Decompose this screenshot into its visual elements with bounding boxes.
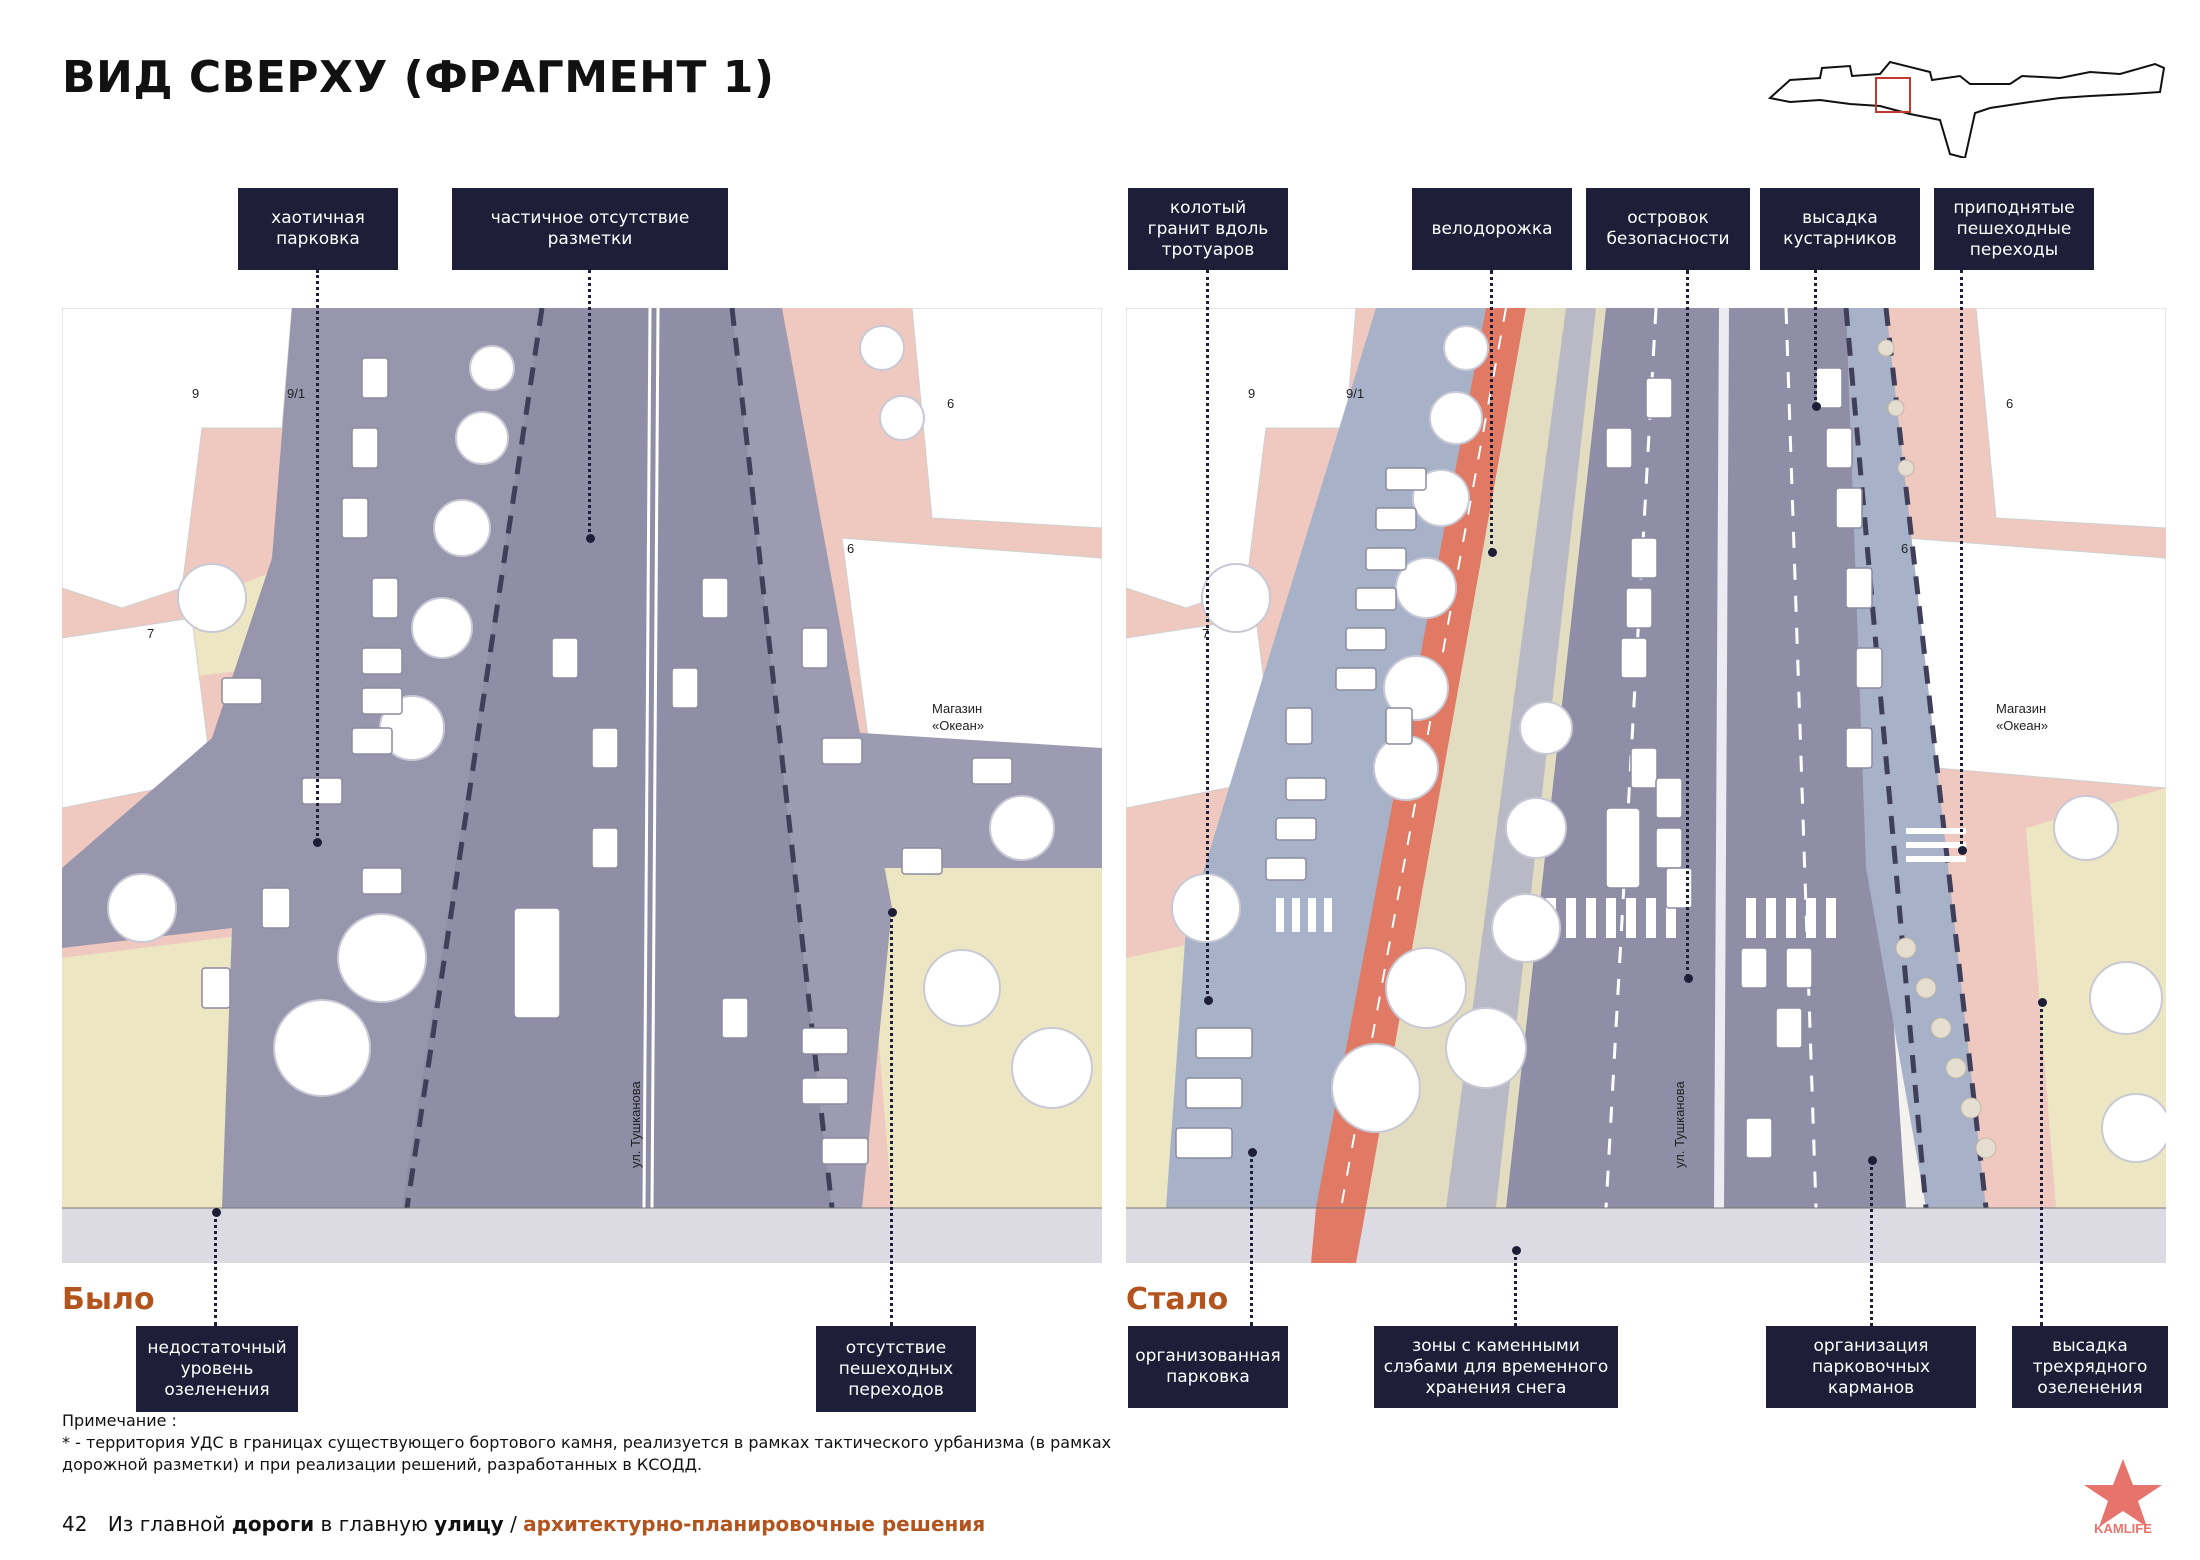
shop-name: «Океан» [932, 718, 984, 733]
building-number: 9 [1248, 386, 1255, 401]
leader-dot [1812, 402, 1821, 411]
leader-dot [1684, 974, 1693, 983]
leader-line [1206, 270, 1209, 1000]
footer-text: Из главной [107, 1512, 232, 1536]
leader-line [588, 270, 591, 538]
kamlife-logo: KAMLIFE [2084, 1459, 2162, 1535]
leader-line [1250, 1152, 1253, 1326]
leader-dot [313, 838, 322, 847]
footer-bold: дороги [231, 1512, 315, 1536]
footer-bold: улицу [434, 1512, 504, 1536]
leader-dot [1488, 548, 1497, 557]
building-number: 6 [1901, 541, 1908, 556]
label-insufficient-greenery: недостаточный уровень озеленения [136, 1326, 298, 1412]
leader-dot [1248, 1148, 1257, 1157]
leader-dot [1868, 1156, 1877, 1165]
footer-separator: / [503, 1512, 524, 1536]
leader-line [214, 1212, 217, 1326]
leader-line [890, 912, 893, 1326]
label-snow-slabs: зоны с каменными слэбами для временного … [1374, 1326, 1618, 1408]
label-chaotic-parking: хаотичная парковка [238, 188, 398, 270]
building-number: 7 [147, 626, 154, 641]
logo-text: KAMLIFE [2094, 1521, 2152, 1535]
label-organized-parking: организованная парковка [1128, 1326, 1288, 1408]
key-map [1767, 60, 2166, 158]
label-crushed-granite: колотый гранит вдоль тротуаров [1128, 188, 1288, 270]
leader-dot [586, 534, 595, 543]
label-missing-markings: частичное отсутствие разметки [452, 188, 728, 270]
page-title: ВИД СВЕРХУ (ФРАГМЕНТ 1) [62, 52, 775, 103]
building-number: 7 [1202, 626, 1209, 641]
leader-line [1814, 270, 1817, 406]
building-number: 6 [947, 396, 954, 411]
building-number: 9/1 [287, 386, 305, 401]
label-parking-pockets: организация парковочных карманов [1766, 1326, 1976, 1408]
street-name: ул. Тушканова [628, 1080, 643, 1168]
state-after: Стало [1126, 1282, 1229, 1317]
label-three-row-greenery: высадка трехрядного озеленения [2012, 1326, 2168, 1408]
note-heading: Примечание : [62, 1411, 177, 1430]
page-number: 42 [62, 1512, 88, 1536]
leader-dot [1512, 1246, 1521, 1255]
note-text: * - территория УДС в границах существующ… [62, 1433, 1112, 1474]
leader-line [1514, 1250, 1517, 1326]
shop-name: Магазин [932, 701, 982, 716]
leader-line [1960, 270, 1963, 850]
label-shrub-planting: высадка кустарников [1760, 188, 1920, 270]
leader-line [2040, 1002, 2043, 1326]
leader-dot [2038, 998, 2047, 1007]
leader-dot [1958, 846, 1967, 855]
footer-subtitle: архитектурно-планировочные решения [523, 1512, 986, 1536]
footer: 42 Из главной дороги в главную улицу / а… [62, 1512, 985, 1536]
shop-name: Магазин [1996, 701, 2046, 716]
after-plan: 9 9/1 7 6 6 Магазин «Океан» ул. Тушканов… [1126, 308, 2166, 1263]
label-bike-lane: велодорожка [1412, 188, 1572, 270]
leader-dot [888, 908, 897, 917]
leader-dot [1204, 996, 1213, 1005]
before-plan: 9 9/1 7 6 6 Магазин «Океан» ул. Тушканов… [62, 308, 1102, 1263]
building-number: 6 [2006, 396, 2013, 411]
leader-line [1490, 270, 1493, 552]
state-before: Было [62, 1282, 155, 1317]
leader-line [1686, 270, 1689, 978]
label-no-crossings: отсутствие пешеходных переходов [816, 1326, 976, 1412]
building-number: 6 [847, 541, 854, 556]
leader-line [1870, 1160, 1873, 1326]
label-safety-island: островок безопасности [1586, 188, 1750, 270]
building-number: 9 [192, 386, 199, 401]
building-number: 9/1 [1346, 386, 1364, 401]
label-raised-crossings: приподнятые пешеходные переходы [1934, 188, 2094, 270]
leader-line [316, 270, 319, 842]
footer-text: в главную [314, 1512, 435, 1536]
shop-name: «Океан» [1996, 718, 2048, 733]
note: Примечание : * - территория УДС в границ… [62, 1410, 1122, 1476]
street-name: ул. Тушканова [1672, 1080, 1687, 1168]
leader-dot [212, 1208, 221, 1217]
